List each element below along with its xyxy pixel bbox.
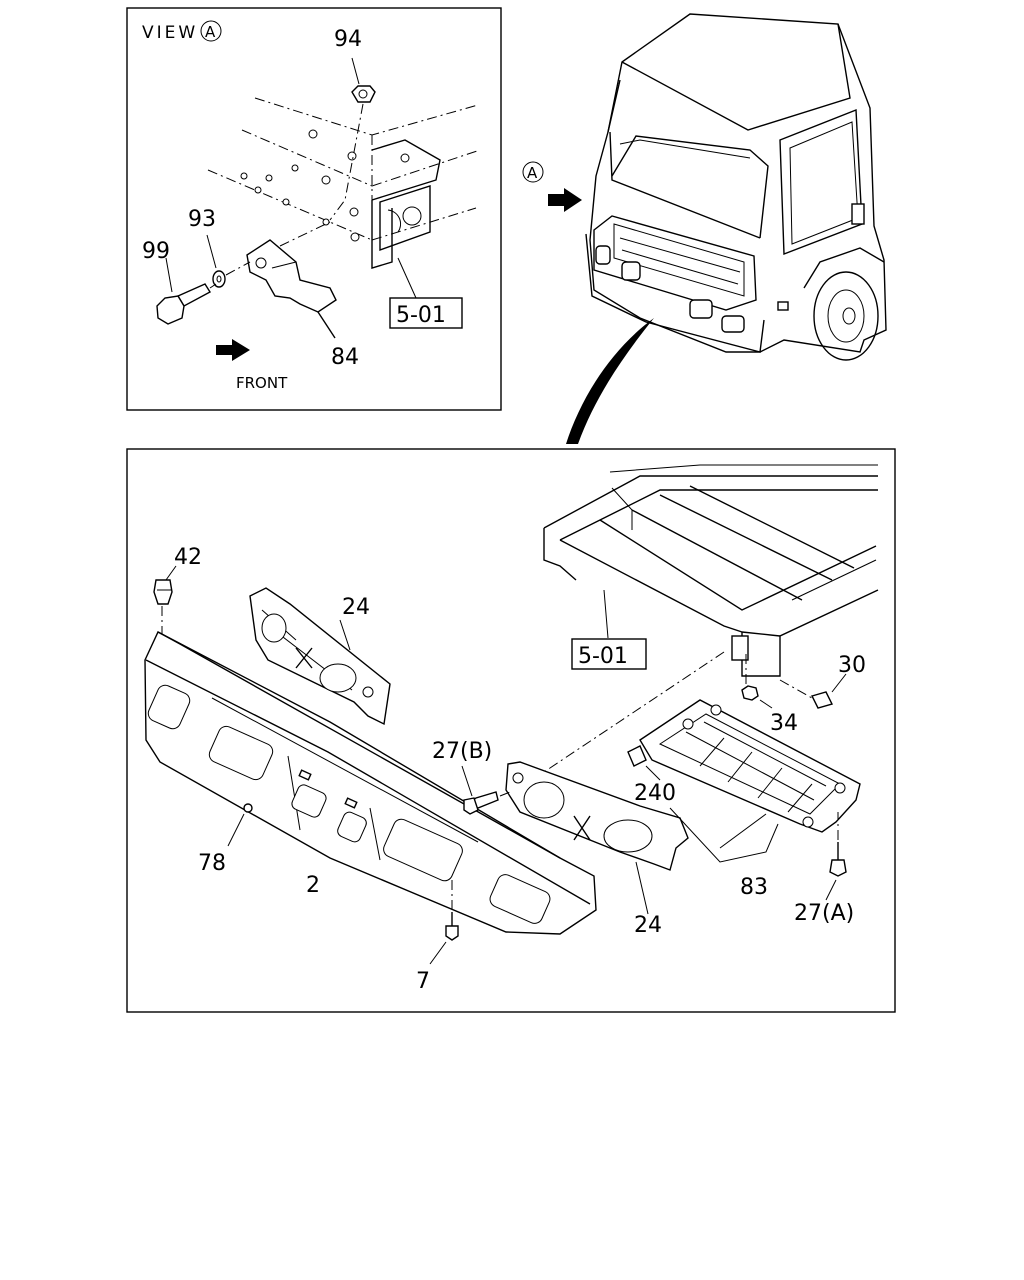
main-frame <box>126 448 896 1013</box>
label-27a: 27(A) <box>794 901 854 926</box>
truck-cab: A <box>522 13 887 444</box>
label-30: 30 <box>838 653 866 678</box>
bracket-30 <box>779 673 847 709</box>
label-27b: 27(B) <box>432 739 492 764</box>
under-cover-83 <box>639 699 861 849</box>
door-handle <box>851 203 865 225</box>
nut-34 <box>741 685 773 709</box>
view-direction-arrow-icon <box>548 188 582 212</box>
cab-lamp-4 <box>721 315 745 333</box>
bolt-27a <box>825 812 847 901</box>
ref-box-5-01-main <box>571 638 647 670</box>
label-93: 93 <box>188 207 216 232</box>
cab-lamp-2 <box>621 261 641 281</box>
label-78: 78 <box>198 851 226 876</box>
view-a-mark-circle <box>522 161 544 183</box>
clip-78 <box>227 803 253 847</box>
view-mark-circle <box>200 20 222 42</box>
label-240: 240 <box>634 781 676 806</box>
tow-hook-84 <box>246 221 337 339</box>
label-99: 99 <box>142 239 170 264</box>
label-94: 94 <box>334 27 362 52</box>
label-83: 83 <box>740 875 768 900</box>
cab-lamp-left <box>595 245 611 265</box>
view-word: VIEW <box>142 23 198 43</box>
view-a-frame <box>126 7 502 411</box>
ref-5-01-top: 5-01 <box>396 303 446 328</box>
view-mark-letter: A <box>205 23 216 41</box>
main-panel: 5-01 <box>126 448 896 1013</box>
front-wheel <box>813 271 879 361</box>
clip-240 <box>627 745 661 781</box>
screw-7 <box>429 880 459 965</box>
callout-swoosh <box>566 318 654 444</box>
label-7: 7 <box>416 969 430 994</box>
label-24-right: 24 <box>634 913 662 938</box>
view-a-panel: VIEW A <box>126 7 502 411</box>
chassis-frame <box>543 464 879 677</box>
washer-93 <box>206 234 251 288</box>
frame-rail <box>207 97 481 269</box>
ref-box-5-01-top <box>389 297 463 329</box>
frame-tab <box>731 635 749 661</box>
label-34: 34 <box>770 711 798 736</box>
label-84: 84 <box>331 345 359 370</box>
bumper-stay-right-24 <box>505 761 689 915</box>
front-arrow-icon <box>216 339 250 361</box>
bumper-stay-left-24 <box>249 587 391 726</box>
cab-lamp-3 <box>689 299 713 319</box>
bolt-27b <box>461 765 511 815</box>
bolt-99 <box>156 257 217 325</box>
ref-5-01-main: 5-01 <box>578 644 628 669</box>
label-42: 42 <box>174 545 202 570</box>
bolt-42 <box>153 565 177 650</box>
label-24-left: 24 <box>342 595 370 620</box>
view-a-mark-letter: A <box>527 164 538 182</box>
side-marker <box>777 301 789 311</box>
front-label: FRONT <box>236 374 288 392</box>
nut-94 <box>329 57 376 221</box>
label-2: 2 <box>306 873 320 898</box>
front-bumper-2 <box>144 631 597 935</box>
